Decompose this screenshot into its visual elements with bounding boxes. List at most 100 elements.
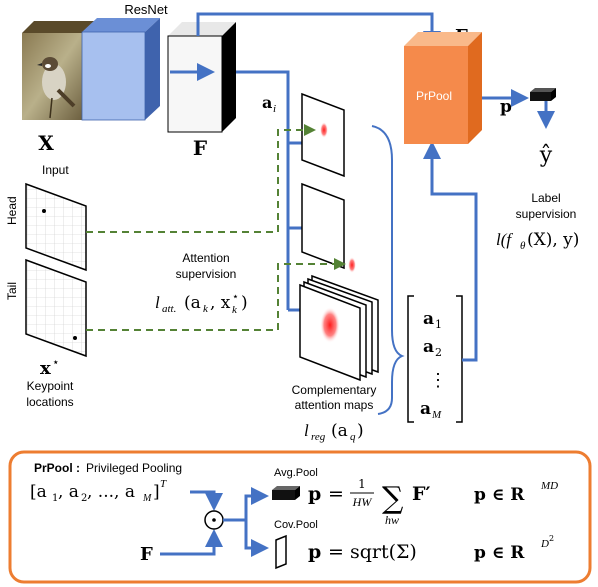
svg-text:M: M [431,409,442,421]
svg-text:1: 1 [435,318,442,331]
svg-text:reg: reg [311,431,326,443]
attention-list-expr: [a 1 , a 2 , ..., a M ] T [30,478,167,504]
maps-caption-line2: attention maps [295,398,374,412]
attention-trunk-line [236,70,290,310]
svg-text:p: p [308,541,321,563]
maps-caption-line1: Complementary [292,383,377,397]
svg-text:, a: , a [58,482,79,502]
svg-text:1: 1 [52,493,58,504]
svg-text:l: l [155,293,160,312]
svg-text:att.: att. [162,303,176,315]
svg-text:1: 1 [358,477,366,491]
prpool-detail-title: PrPool : [34,461,80,475]
svg-text:⋆: ⋆ [232,290,239,303]
keypoint-caption-line2: locations [26,395,73,409]
svg-text:a: a [423,309,434,329]
svg-text:p ∈ R: p ∈ R [474,485,525,505]
svg-text:[a: [a [30,482,47,502]
cov-pool-icon [275,534,287,570]
attention-loss: l att. (a k , x ⋆ k ) [155,290,248,316]
keypoint-input-label: Input [42,163,69,177]
label-supervision-line1: Label [531,191,560,205]
head-label: Head [5,196,19,225]
prpool-block [404,32,482,144]
prpool-f-symbol: F [140,544,153,565]
x-star-symbol: x [40,358,51,379]
svg-text:=: = [328,483,344,505]
prpool-detail-box [8,450,592,584]
svg-text:⋮: ⋮ [429,370,447,391]
svg-text:p ∈ R: p ∈ R [474,543,525,563]
svg-text:2: 2 [81,493,87,504]
svg-text:(a: (a [184,293,201,313]
attention-supervision-line2: supervision [176,267,237,281]
resnet-label: ResNet [124,2,168,17]
svg-text:T: T [160,478,167,490]
svg-text:(a: (a [331,421,348,441]
p-vector-icon [530,88,556,101]
attention-vector: a 1 a 2 ⋮ a M [407,295,463,423]
x-star-superscript: ⋆ [52,355,60,369]
svg-text:l(f: l(f [496,230,513,249]
attention-map-1 [301,92,345,178]
svg-text:D: D [540,538,549,550]
svg-text:hw: hw [385,513,399,527]
label-supervision-line2: supervision [516,207,577,221]
svg-text:2: 2 [549,534,554,543]
svg-text:= sqrt(Σ): = sqrt(Σ) [328,541,417,563]
svg-text:θ: θ [520,240,526,252]
alist-to-odot-arrow [190,490,223,511]
svg-text:(X), y): (X), y) [527,230,579,250]
resnet-block-1 [81,18,160,121]
maps-brace [371,125,405,415]
tail-grid [25,258,87,358]
tail-supervision-line [86,258,346,331]
reg-loss: l reg (a q ) [304,421,364,443]
svg-text:q: q [350,431,356,443]
cov-pool-equation: p = sqrt(Σ) p ∈ R D 2 [308,534,554,563]
label-loss: l(f θ (X), y) [496,230,579,252]
attention-subscript: i [273,103,276,115]
attention-symbol: a [262,93,272,112]
p-symbol: p [500,97,512,117]
input-symbol: X [38,131,54,155]
svg-text:): ) [241,293,248,313]
resnet-block-2 [167,22,236,133]
svg-text:k: k [232,304,238,316]
svg-text:p: p [308,483,321,505]
svg-text:a: a [420,399,431,419]
odot-to-avgpool-arrow [223,487,269,522]
head-grid [25,182,87,272]
svg-text:2: 2 [435,346,442,359]
svg-text:, ..., a: , ..., a [87,482,135,502]
attention-map-2 [301,182,356,273]
svg-text:l: l [304,421,309,440]
svg-text:∑: ∑ [382,481,404,516]
tail-label: Tail [5,282,19,300]
svg-text:, x: , x [210,293,231,313]
vector-to-prpool-line [423,141,478,362]
svg-text:MD: MD [540,480,558,492]
svg-text:F′: F′ [412,483,431,505]
prpool-detail-subtitle: Privileged Pooling [86,461,182,475]
svg-text:]: ] [153,482,160,502]
feature-symbol: F [193,136,207,160]
avg-pool-icon [272,486,300,500]
y-hat-symbol: ŷ [539,143,553,168]
svg-text:k: k [203,303,209,315]
f-to-odot-arrow [160,529,223,556]
avg-pool-label: Avg.Pool [274,467,318,479]
keypoint-caption-line1: Keypoint [27,379,74,393]
svg-text:): ) [357,421,364,441]
attention-map-stack [299,274,379,382]
avg-pool-equation: p = 1 HW ∑ hw F′ p ∈ R MD [308,477,558,527]
svg-text:a: a [423,337,434,357]
prpool-label: PrPool [416,89,452,103]
attention-supervision-line1: Attention [182,251,229,265]
odot-to-covpool-arrow [244,520,269,557]
head-supervision-line [86,124,316,233]
cov-pool-label: Cov.Pool [274,519,318,531]
svg-text:HW: HW [352,495,373,509]
svg-text:M: M [142,493,152,504]
